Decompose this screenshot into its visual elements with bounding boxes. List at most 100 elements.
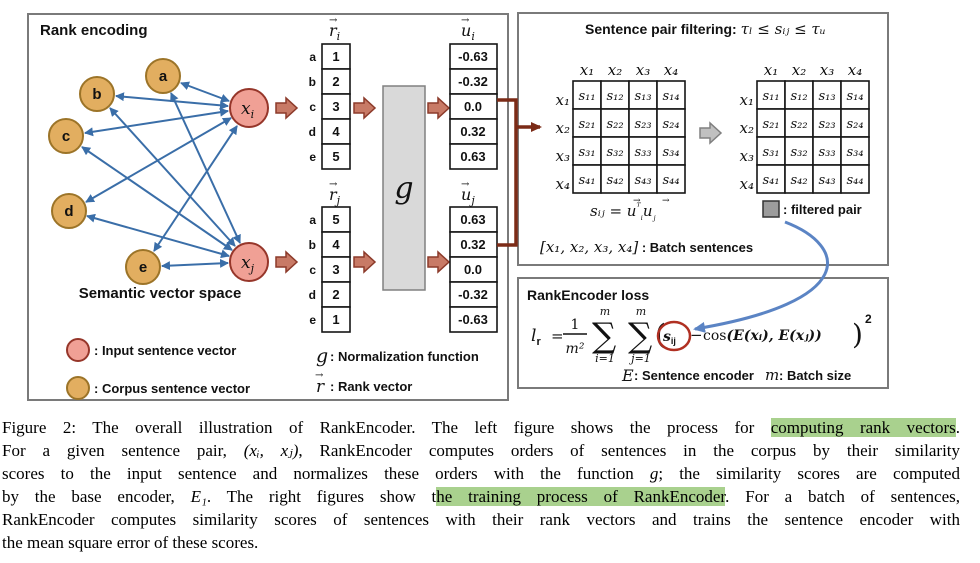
matrix-cell-label: s₂₂ xyxy=(790,117,807,132)
semantic-space-label: Semantic vector space xyxy=(79,285,242,302)
rank-vector-ri: → ri a b c d e 1 2 3 4 5 xyxy=(309,15,351,170)
node-e xyxy=(125,249,161,285)
matrix-cell-label: s₄₁ xyxy=(762,173,779,188)
matrix-cell-label: s₁₃ xyxy=(634,89,651,104)
node-a xyxy=(145,58,181,94)
rj-header: rj xyxy=(329,185,341,207)
matrix-row-header: x₁ xyxy=(740,91,754,109)
uj-cell xyxy=(449,306,498,333)
sij-circle xyxy=(656,320,692,352)
caption-text: by the base encoder, xyxy=(2,487,191,506)
matrix-cell-label: s₁₄ xyxy=(846,89,863,104)
matrix-row-header: x₄ xyxy=(740,175,754,193)
matrix-col-header: x₁ xyxy=(580,61,594,79)
rj-row-label: b xyxy=(309,238,316,252)
node-c xyxy=(48,118,84,154)
rj-cell xyxy=(321,306,351,333)
matrix-cell xyxy=(784,136,814,166)
caption-math: E₁ xyxy=(190,487,207,506)
matrix-cell-label: s₂₃ xyxy=(818,117,835,132)
caption-line-4: by the base encoder, E₁. The right figur… xyxy=(2,485,960,508)
ri-row-label: a xyxy=(309,50,316,64)
matrix-row-header: x₃ xyxy=(556,147,570,165)
loss-paren-close: ) xyxy=(852,318,863,351)
caption-text: the mean square error of these scores. xyxy=(2,533,259,552)
loss-formula: lr = 1 m² ∑ m i=1 ∑ m j=1 ( sij − cos(E(… xyxy=(531,305,872,365)
rj-row-label: a xyxy=(309,213,316,227)
matrix-cell xyxy=(756,136,786,166)
matrix-cell-label: s₄₄ xyxy=(846,173,863,188)
matrix-cell-label: s₃₄ xyxy=(662,145,679,160)
uj-value: 0.63 xyxy=(460,212,485,227)
uj-value: -0.32 xyxy=(458,287,488,302)
uj-header: uj xyxy=(461,185,475,207)
node-xi-label: xi xyxy=(241,99,254,121)
matrix-cell-label: s₂₃ xyxy=(634,117,651,132)
batch-sentences-label: [x₁, x₂, x₃, x₄] : Batch sentences xyxy=(540,238,753,256)
matrix-cell-label: s₄₂ xyxy=(606,173,623,188)
loss-sigma1-top: m xyxy=(600,305,610,318)
vector-arrow-icon: → xyxy=(329,15,338,26)
input-nodes: xi xj xyxy=(229,88,269,282)
ui-value: -0.32 xyxy=(458,74,488,89)
node-b-label: b xyxy=(92,86,101,103)
rj-cell xyxy=(321,256,351,283)
normalization-g-label: g xyxy=(394,171,413,206)
similarity-edges xyxy=(81,81,241,271)
caption-text: , RankEncoder computes orders of sentenc… xyxy=(298,441,960,460)
node-xi xyxy=(229,88,269,128)
vector-arrow-icon: → xyxy=(662,196,670,206)
legend-input-label: : Input sentence vector xyxy=(94,343,236,358)
filtered-pair-swatch xyxy=(762,200,780,218)
ui-value: 0.63 xyxy=(460,149,485,164)
ri-value: 2 xyxy=(332,74,339,89)
matrix-row-header: x₄ xyxy=(556,175,570,193)
loss-paren-open: ( xyxy=(655,318,666,351)
ui-header: ui xyxy=(461,21,475,43)
matrix-cell-label: s₁₁ xyxy=(762,89,779,104)
ri-value: 1 xyxy=(332,49,339,64)
ri-row-label: e xyxy=(309,150,316,164)
matrix-cell xyxy=(600,164,630,194)
matrix-cell-label: s₄₄ xyxy=(662,173,679,188)
matrix-cell-label: s₁₁ xyxy=(578,89,595,104)
matrix-cell-label: s₂₁ xyxy=(578,117,595,132)
rank-vector-rj: → rj a b c d e 5 4 3 2 1 xyxy=(309,179,351,333)
loss-lhs: lr xyxy=(531,326,541,348)
norm-vector-ui: → ui -0.63 -0.32 0.0 0.32 0.63 xyxy=(449,15,498,170)
matrix-cell-label: s₃₃ xyxy=(634,145,651,160)
caption-text: ; the similarity scores are computed xyxy=(658,464,960,483)
matrix-cell xyxy=(628,136,658,166)
node-xj xyxy=(229,242,269,282)
caption-text: . xyxy=(955,418,960,437)
matrix-cell-label: s₁₃ xyxy=(818,89,835,104)
matrix-row-header: x₂ xyxy=(556,119,570,137)
matrix-cell-label: s₃₃ xyxy=(818,145,835,160)
matrix-cell xyxy=(656,80,686,110)
filtering-title: Sentence pair filtering: τₗ ≤ sᵢⱼ ≤ τᵤ xyxy=(585,20,826,38)
caption-math: (xᵢ, xⱼ) xyxy=(243,441,299,460)
batchsize-symbol: m xyxy=(765,366,779,384)
caption-text: For a given sentence pair, xyxy=(2,441,244,460)
matrix-cell-label: s₂₂ xyxy=(606,117,623,132)
caption-line-2: For a given sentence pair, (xᵢ, xⱼ), Ran… xyxy=(2,439,960,462)
ui-value: 0.32 xyxy=(460,124,485,139)
caption-text: scores to the input sentence and normali… xyxy=(2,464,650,483)
loss-title: RankEncoder loss xyxy=(527,287,649,303)
loss-frac-num: 1 xyxy=(571,317,580,333)
matrix-cell-label: s₄₂ xyxy=(790,173,807,188)
figure-caption: Figure 2: The overall illustration of Ra… xyxy=(2,416,960,554)
encoder-symbol: E xyxy=(621,366,634,385)
node-e-label: e xyxy=(139,259,147,276)
matrix-col-header: x₁ xyxy=(764,61,778,79)
figure-canvas: Rank encoding a b c d e xi xj Semantic v… xyxy=(27,12,889,401)
ri-value: 4 xyxy=(332,124,340,139)
norm-vector-uj: → uj 0.63 0.32 0.0 -0.32 -0.63 xyxy=(449,179,498,333)
matrix-cell xyxy=(840,164,870,194)
matrix-col-header: x₄ xyxy=(664,61,678,79)
edge-line xyxy=(86,213,230,259)
matrix-col-header: x₂ xyxy=(792,61,806,79)
matrix-col-header: x₄ xyxy=(848,61,862,79)
ui-cell xyxy=(449,143,498,170)
